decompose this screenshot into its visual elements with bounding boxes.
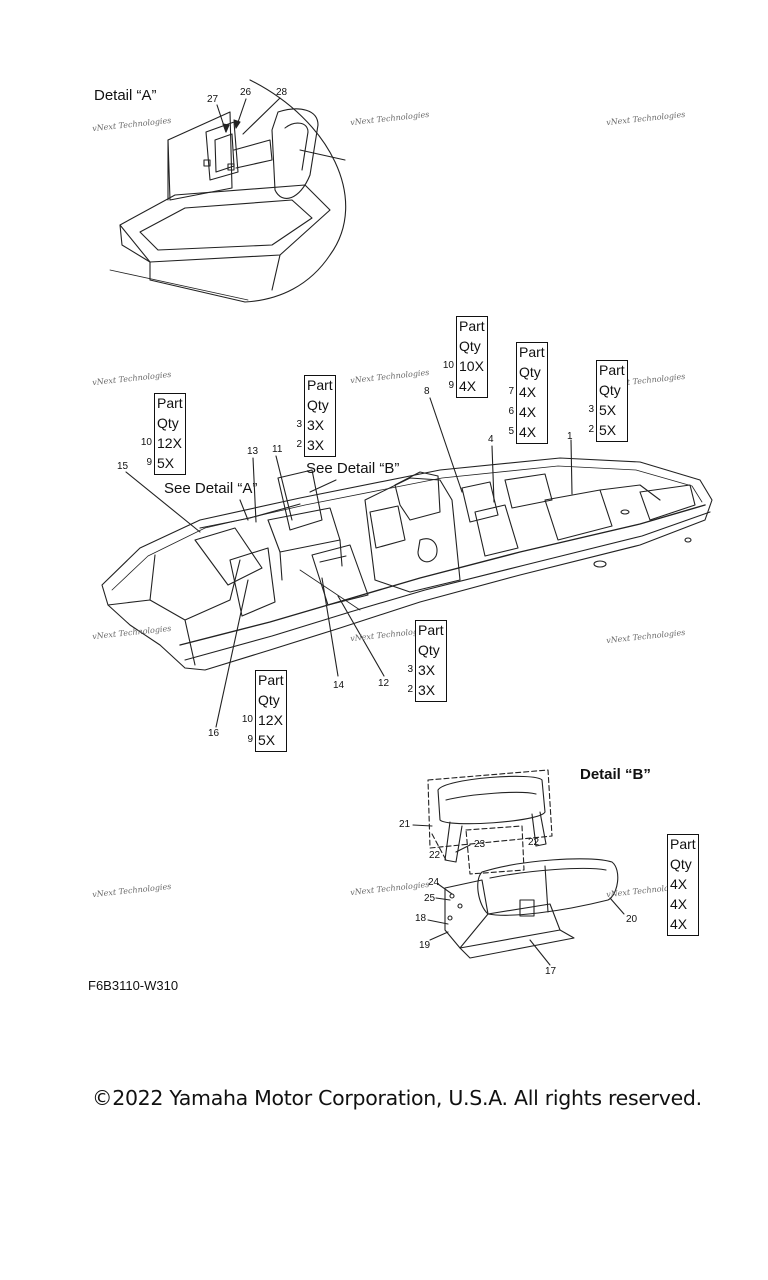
callout-18: 18: [415, 913, 427, 924]
table-row-qty: 4X: [519, 424, 537, 440]
table-row-part: 9: [247, 734, 253, 745]
table-row-qty: 3X: [418, 662, 436, 678]
table-row-qty: 5X: [599, 422, 617, 438]
table-row-qty: 5X: [258, 732, 276, 748]
copyright-notice: ©2022 Yamaha Motor Corporation, U.S.A. A…: [92, 1086, 702, 1110]
table-header-part: Part: [670, 836, 696, 852]
detail-a-title: Detail “A”: [94, 87, 157, 104]
callout-24: 24: [428, 877, 440, 888]
table-row-part: 10: [140, 437, 152, 448]
table-header-qty: Qty: [157, 415, 179, 431]
callout-17: 17: [545, 966, 557, 977]
callout-8: 8: [424, 386, 430, 397]
table-row-part: 3: [407, 664, 413, 675]
callout-27: 27: [207, 94, 219, 105]
table-header-part: Part: [258, 672, 284, 688]
see-detail-b-label: See Detail “B”: [306, 460, 400, 477]
callout-26: 26: [240, 87, 252, 98]
callout-20: 20: [626, 914, 638, 925]
table-row-qty: 12X: [157, 435, 182, 451]
table-row-qty: 5X: [157, 455, 175, 471]
table-header-qty: Qty: [418, 642, 440, 658]
table-header-qty: Qty: [519, 364, 541, 380]
table-row-part: 7: [508, 386, 514, 397]
table-header-qty: Qty: [459, 338, 481, 354]
table-header-qty: Qty: [599, 382, 621, 398]
detail-a-drawing: [109, 79, 347, 303]
table-row-qty: 3X: [418, 682, 436, 698]
table-row-part: 5: [508, 426, 514, 437]
callout-11: 11: [272, 444, 283, 455]
callout-19: 19: [419, 940, 431, 951]
table-header-qty: Qty: [670, 856, 692, 872]
figure-code: F6B3110-W310: [88, 978, 179, 993]
callout-22-left: 22: [429, 850, 441, 861]
table-row-part: 3: [588, 404, 594, 415]
table-header-part: Part: [599, 362, 625, 378]
table-header-part: Part: [157, 395, 183, 411]
callout-15: 15: [117, 461, 129, 472]
table-row-qty: 4X: [519, 404, 537, 420]
table-row-part: 10: [442, 360, 454, 371]
table-row-qty: 4X: [670, 896, 688, 912]
table-header-qty: Qty: [258, 692, 280, 708]
table-row-part: 3: [296, 419, 302, 430]
table-row-part: 9: [146, 457, 152, 468]
callout-25: 25: [424, 893, 436, 904]
table-row-part: 2: [296, 439, 302, 450]
table-row-qty: 12X: [258, 712, 283, 728]
callout-12: 12: [378, 678, 390, 689]
callout-16: 16: [208, 728, 220, 739]
table-header-part: Part: [459, 318, 485, 334]
table-row-qty: 4X: [519, 384, 537, 400]
callout-23: 23: [474, 839, 486, 850]
callout-13: 13: [247, 446, 259, 457]
table-row-part: 6: [508, 406, 514, 417]
table-header-part: Part: [519, 344, 545, 360]
table-row-part: 10: [241, 714, 253, 725]
see-detail-a-label: See Detail “A”: [164, 480, 258, 497]
table-header-part: Part: [418, 622, 444, 638]
table-row-qty: 3X: [307, 417, 325, 433]
table-row-part: 2: [588, 424, 594, 435]
callout-28: 28: [276, 87, 288, 98]
callout-1: 1: [567, 431, 573, 442]
table-row-qty: 4X: [459, 378, 477, 394]
table-row-qty: 4X: [670, 916, 688, 932]
main-boat-drawing: [101, 397, 713, 728]
table-row-part: 9: [448, 380, 454, 391]
callout-4: 4: [488, 434, 494, 445]
detail-b-drawing: [412, 769, 625, 966]
table-row-qty: 10X: [459, 358, 484, 374]
table-row-qty: 5X: [599, 402, 617, 418]
callout-14: 14: [333, 680, 345, 691]
table-header-part: Part: [307, 377, 333, 393]
table-row-part: 2: [407, 684, 413, 695]
callout-22-right: 22: [528, 837, 540, 848]
table-row-qty: 4X: [670, 876, 688, 892]
table-header-qty: Qty: [307, 397, 329, 413]
callout-21: 21: [399, 819, 411, 830]
table-row-qty: 3X: [307, 437, 325, 453]
detail-b-title: Detail “B”: [580, 766, 651, 783]
